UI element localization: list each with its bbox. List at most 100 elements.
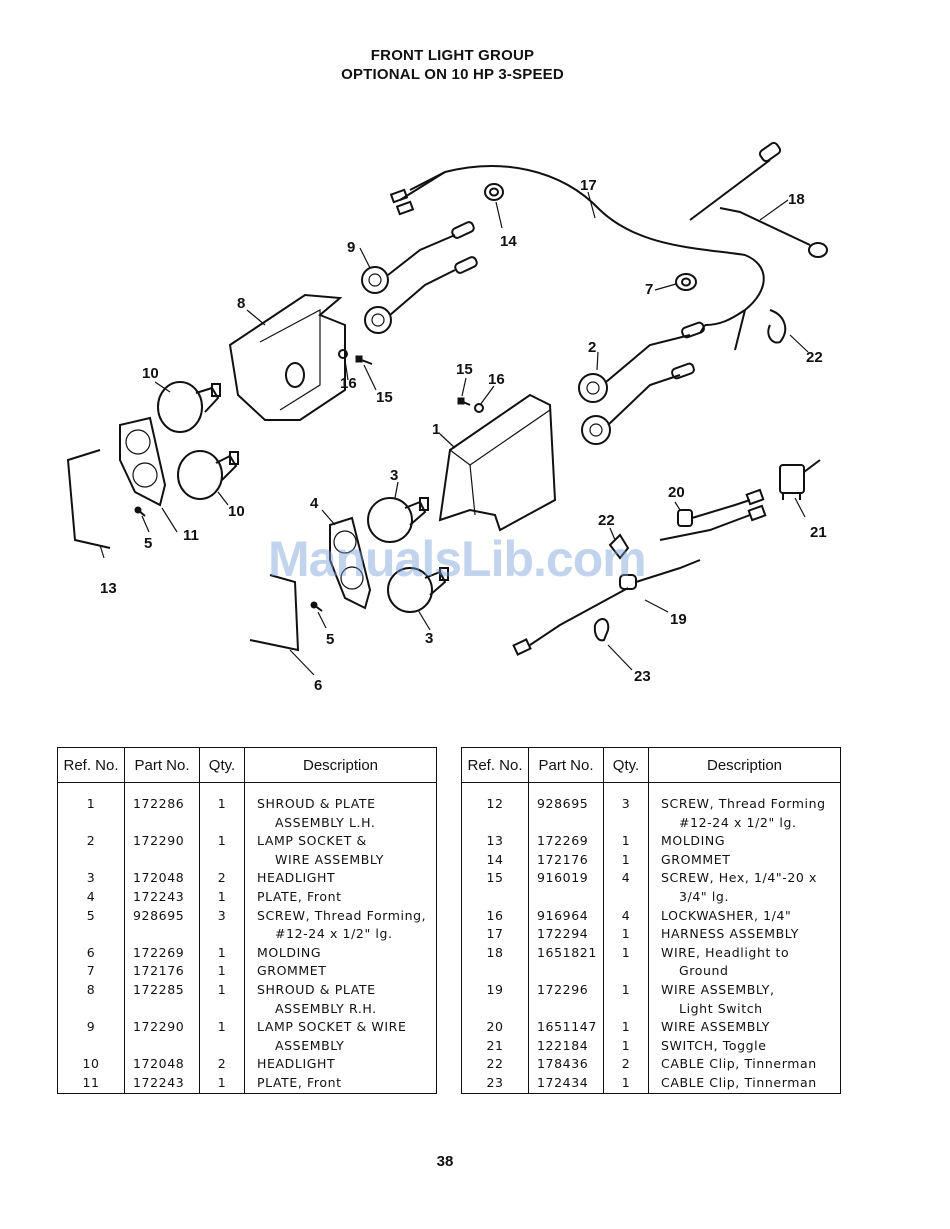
description-continuation: 3/4" lg. [679,888,730,904]
part-no-cell-text: 172290 [133,833,185,849]
description-cell: GROMMET [244,962,437,981]
lamp-socket-wire-assembly [578,321,705,445]
table-header-row: Ref. No. Part No. Qty. Description [461,747,841,783]
ref-cell: 10 [57,1055,125,1074]
qty-cell-text: 1 [217,888,227,904]
part-no-cell-text: 122184 [537,1037,589,1053]
callout-1: 1 [432,421,440,438]
part-no-cell: 178436 [528,1055,604,1074]
callout-20: 20 [668,484,685,501]
description-cell: PLATE, Front [244,1073,437,1094]
description-cell-text: LAMP SOCKET & WIRE [257,1019,407,1035]
ref-cell-text: 4 [86,888,96,904]
qty-cell-text: 1 [217,963,227,979]
part-no-cell: 928695 [528,782,604,833]
part-no-cell: 172269 [528,832,604,851]
col-part: Part No. [528,747,604,783]
qty-cell-text: 1 [621,981,631,997]
qty-cell: 1 [603,925,649,944]
callout-13: 13 [100,580,117,597]
ref-cell: 17 [461,925,529,944]
part-no-cell: 172243 [124,1073,200,1094]
ref-cell: 3 [57,869,125,888]
ref-cell-text: 14 [486,851,504,867]
qty-cell: 1 [603,1036,649,1056]
ref-cell-text: 6 [86,944,96,960]
part-no-cell-text: 172269 [133,944,185,960]
description-cell: HEADLIGHT [244,869,437,888]
cable-clip [593,618,610,642]
callout-22b: 22 [598,512,615,529]
page-title: FRONT LIGHT GROUP [370,47,535,64]
part-no-cell-text: 172286 [133,796,185,811]
description-cell-text: WIRE ASSEMBLY, [661,981,775,997]
cable-clip [767,309,787,344]
harness-assembly [389,141,782,351]
col-desc: Description [648,747,841,783]
description-cell-text: GROMMET [257,963,327,979]
ref-cell: 8 [57,980,125,1019]
part-no-cell: 172243 [124,887,200,907]
part-no-cell-text: 172243 [133,888,185,904]
description-cell-text: HEADLIGHT [257,870,336,886]
grommet [675,273,697,291]
qty-cell-text: 1 [217,981,227,997]
callout-4: 4 [310,495,319,512]
description-cell-text: LOCKWASHER, 1/4" [661,907,792,923]
qty-cell: 1 [603,943,649,981]
ref-cell: 13 [461,832,529,851]
part-no-cell-text: 172285 [133,981,185,997]
cable-clip [608,533,630,560]
watermark: ManualsLib.com [268,531,647,587]
callout-22: 22 [806,349,823,366]
headlight [157,381,221,433]
qty-cell-text: 1 [217,833,227,849]
ref-cell: 2 [57,832,125,870]
part-no-cell-text: 172048 [133,1056,185,1072]
ref-cell: 22 [461,1055,529,1074]
description-continuation: Ground [679,963,729,979]
callout-3: 3 [390,467,398,484]
qty-cell: 1 [199,832,245,870]
part-no-cell-text: 172296 [537,981,589,997]
ref-cell-text: 3 [86,870,96,886]
hex-screw [355,355,373,365]
part-no-cell: 172176 [528,850,604,870]
description-cell-text: SHROUD & PLATE [257,981,376,997]
part-no-cell-text: 172176 [537,851,589,867]
ref-cell: 4 [57,887,125,907]
description-cell-text: GROMMET [661,851,731,867]
description-continuation: WIRE ASSEMBLY [275,851,385,867]
qty-cell: 1 [199,887,245,907]
shroud-plate-assembly-lh [438,393,557,532]
part-no-cell-text: 172294 [537,926,589,942]
callout-2: 2 [588,339,596,356]
description-cell: WIRE ASSEMBLY [648,1018,841,1037]
ref-cell-text: 11 [82,1074,100,1090]
qty-cell: 2 [199,1055,245,1074]
ref-cell: 7 [57,962,125,981]
description-cell: CABLE Clip, Tinnerman [648,1073,841,1094]
col-desc: Description [244,747,437,783]
description-cell: SWITCH, Toggle [648,1036,841,1056]
callout-10b: 10 [228,503,245,520]
qty-cell: 2 [199,869,245,888]
description-continuation: ASSEMBLY [275,1037,345,1053]
part-no-cell: 928695 [124,906,200,944]
description-cell: GROMMET [648,850,841,870]
qty-cell: 4 [603,869,649,907]
